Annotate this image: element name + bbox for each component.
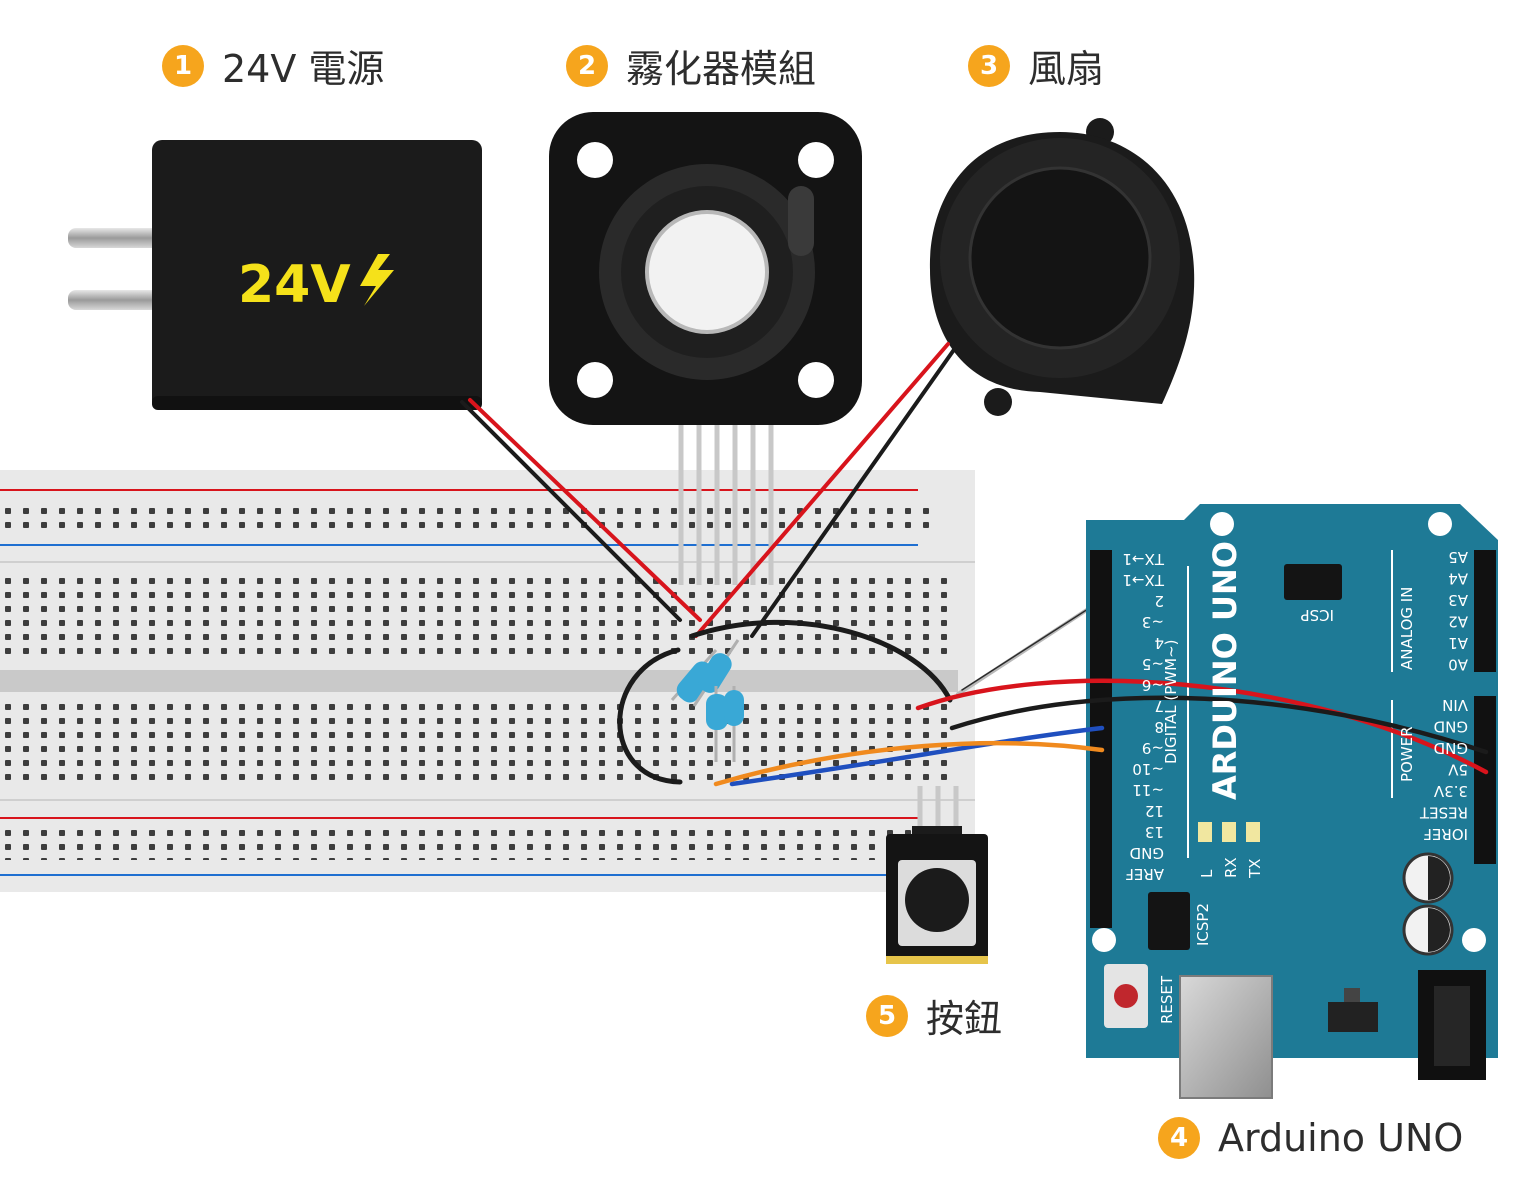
arduino-labels: ARDUINO UNO DIGITAL (PWM~) ANALOG IN POW… xyxy=(1122,541,1468,1024)
arduino-title: ARDUINO UNO xyxy=(1206,541,1244,800)
callout-label: 霧化器模組 xyxy=(626,47,817,91)
plug-prong-top xyxy=(68,228,160,248)
resistors xyxy=(670,639,744,762)
power-pin-labels: VIN GND GND 5V 3.3V RESET IOREF xyxy=(1419,696,1468,843)
digital-header xyxy=(1090,550,1112,928)
arduino-wires xyxy=(713,678,1489,787)
pin-label: GND xyxy=(1434,739,1468,757)
power-supply: 24V xyxy=(68,140,482,410)
analog-header xyxy=(1474,550,1496,672)
pin-label: A0 xyxy=(1448,656,1468,674)
pin-label: A4 xyxy=(1448,570,1468,588)
callout-power-supply: 1 24V 電源 xyxy=(162,38,384,93)
callout-label: Arduino UNO xyxy=(1218,1116,1464,1160)
callout-fan: 3 風扇 xyxy=(968,38,1104,93)
pin-label: GND xyxy=(1130,844,1164,862)
pin-label: 13 xyxy=(1145,823,1164,841)
pin-label: ~3 xyxy=(1142,613,1164,631)
pin-label: TX→1 xyxy=(1122,571,1165,589)
pin-label: A2 xyxy=(1448,613,1468,631)
led-tx xyxy=(1246,822,1260,842)
pin-label: AREF xyxy=(1125,865,1164,883)
resistor xyxy=(692,639,740,707)
digital-label: DIGITAL (PWM~) xyxy=(1162,640,1180,765)
callout-badge: 2 xyxy=(566,44,608,87)
pin-label: 5V xyxy=(1447,761,1468,779)
pin-label: A5 xyxy=(1448,548,1468,566)
callout-label: 風扇 xyxy=(1028,47,1105,91)
pin-label: ~9 xyxy=(1142,739,1164,757)
led-label: L xyxy=(1198,869,1216,878)
led-label: TX xyxy=(1246,859,1264,879)
led-label: RX xyxy=(1222,857,1240,878)
callout-button: 5 按鈕 xyxy=(866,988,1002,1043)
pin-label: GND xyxy=(1434,718,1468,736)
led-rx xyxy=(1222,822,1236,842)
power-label: POWER xyxy=(1398,726,1416,782)
analog-label: ANALOG IN xyxy=(1398,587,1416,670)
pin-label: 2 xyxy=(1154,592,1164,610)
callout-label: 按鈕 xyxy=(926,997,1003,1041)
pin-label: TX→1 xyxy=(1122,550,1165,568)
plug-prong-bottom xyxy=(68,290,160,310)
lightning-icon xyxy=(360,254,394,306)
pin-label: ~10 xyxy=(1132,760,1164,778)
callout-badge: 3 xyxy=(968,44,1010,87)
pin-label: RESET xyxy=(1419,804,1468,822)
arduino-board xyxy=(1086,504,1498,1099)
callout-atomizer: 2 霧化器模組 xyxy=(566,38,816,93)
usb-port xyxy=(1179,975,1273,1099)
blower-fan xyxy=(929,118,1195,416)
icsp-header xyxy=(1284,564,1342,600)
callout-badge: 1 xyxy=(162,44,204,87)
pin-label: 4 xyxy=(1154,634,1164,652)
pin-label: 7 xyxy=(1154,697,1164,715)
reset-label: RESET xyxy=(1158,975,1176,1024)
pin-label: ~6 xyxy=(1142,676,1164,694)
callout-arduino: 4 Arduino UNO xyxy=(1158,1116,1463,1160)
power-supply-label: 24V xyxy=(238,255,351,315)
pin-label: 8 xyxy=(1154,718,1164,736)
icsp2-label: ICSP2 xyxy=(1194,903,1212,946)
icsp-label: ICSP xyxy=(1301,606,1334,624)
pin-label: VIN xyxy=(1442,696,1468,714)
pin-label: A3 xyxy=(1448,591,1468,609)
icsp2-header xyxy=(1148,892,1190,950)
pin-label: 3.3V xyxy=(1433,782,1468,800)
pin-label: ~5 xyxy=(1142,655,1164,673)
breadboard xyxy=(0,470,975,892)
callout-badge: 5 xyxy=(866,994,908,1037)
pin-label: ~11 xyxy=(1132,781,1164,799)
pin-label: 12 xyxy=(1145,802,1164,820)
callout-badge: 4 xyxy=(1158,1117,1200,1159)
resistor xyxy=(706,686,744,762)
wires xyxy=(460,342,1104,785)
atomizer-module xyxy=(549,112,862,585)
voltage-regulator xyxy=(1328,1002,1378,1032)
pin-label: IOREF xyxy=(1423,825,1468,843)
button-module xyxy=(886,786,988,964)
power-header xyxy=(1474,696,1496,864)
led-labels: L RX TX xyxy=(1198,857,1264,879)
callout-label: 24V 電源 xyxy=(222,47,385,91)
led-l xyxy=(1198,822,1212,842)
pin-label: A1 xyxy=(1448,634,1468,652)
